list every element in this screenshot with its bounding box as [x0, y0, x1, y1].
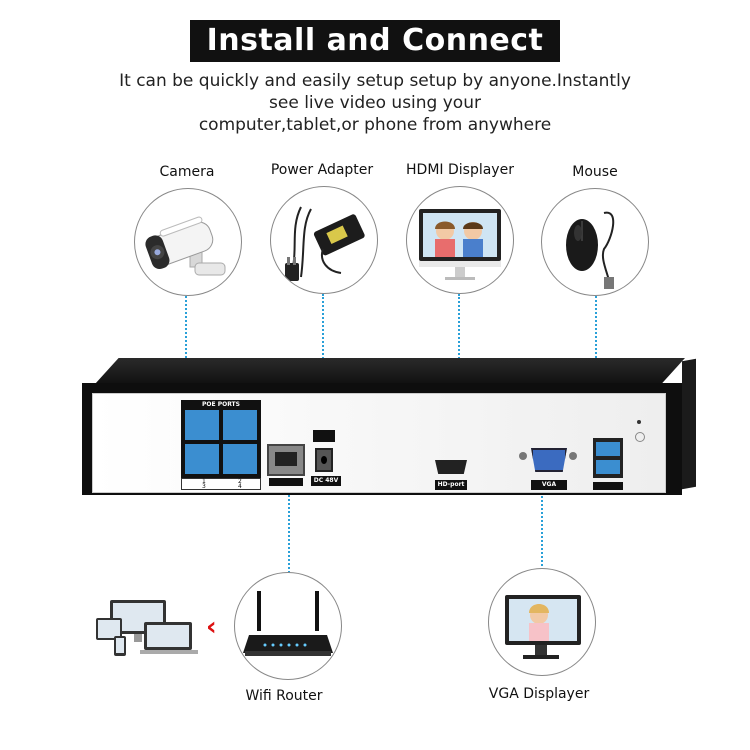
poe-port-4[interactable] [223, 444, 257, 474]
subtitle-line-2: see live video using your [269, 93, 481, 113]
router-connector-line [288, 488, 290, 576]
camera-connector-line [185, 296, 187, 406]
nvr-rear-panel: POE PORTS 1 2 3 4 DC 48V HD-port VGA [92, 393, 666, 493]
usb-port-block [593, 438, 623, 478]
lan-port[interactable] [267, 444, 305, 476]
status-led [637, 420, 641, 424]
poe-port-3[interactable] [185, 444, 219, 474]
arrow-left-icon: ‹ [206, 612, 217, 642]
dc-jack-pin [321, 456, 327, 464]
subtitle-line-3: computer,tablet,or phone from anywhere [198, 115, 552, 135]
page-title: Install and Connect [190, 20, 560, 62]
vga-port[interactable] [531, 448, 567, 472]
vga-screw-left [519, 452, 527, 460]
client-devices-icon [96, 600, 201, 658]
power-adapter-label: Power Adapter [270, 162, 374, 178]
poe-number-3: 3 [202, 483, 206, 490]
mouse-label: Mouse [572, 164, 618, 180]
poe-port-2[interactable] [223, 410, 257, 440]
camera-icon [134, 188, 242, 296]
power-adapter-icon [270, 186, 378, 294]
dc-polarity-icon [313, 430, 335, 442]
lan-port-slot [275, 452, 297, 466]
vga-monitor-icon [488, 568, 596, 676]
mouse-icon [541, 188, 649, 296]
usb-port-2[interactable] [596, 460, 620, 474]
poe-ports-label: POE PORTS [202, 401, 240, 408]
hdmi-port[interactable] [435, 460, 467, 474]
vga-screw-right [569, 452, 577, 460]
hd-port-label: HD-port [435, 480, 467, 490]
poe-port-block: POE PORTS [181, 400, 261, 488]
poe-number-strip: 1 2 3 4 [181, 478, 261, 490]
nvr-top-panel [95, 358, 685, 384]
poe-number-2: 2 [238, 478, 242, 485]
lan-port-symbol [269, 478, 303, 486]
hdmi-monitor-icon [406, 186, 514, 294]
vga-displayer-label: VGA Displayer [488, 686, 590, 702]
camera-label: Camera [159, 164, 215, 180]
poe-number-1: 1 [202, 478, 206, 485]
wifi-router-icon [234, 572, 342, 680]
hdmi-displayer-label: HDMI Displayer [406, 162, 514, 178]
subtitle: It can be quickly and easily setup setup… [40, 70, 710, 136]
usb-port-1[interactable] [596, 442, 620, 456]
vga-label: VGA [531, 480, 567, 490]
vga-connector-line [541, 488, 543, 566]
reset-hole[interactable] [635, 432, 645, 442]
dc-label: DC 48V [311, 476, 341, 486]
wifi-router-label: Wifi Router [245, 688, 323, 704]
dc-power-jack[interactable] [315, 448, 333, 472]
nvr-side-panel [682, 358, 696, 490]
poe-port-1[interactable] [185, 410, 219, 440]
poe-number-4: 4 [238, 483, 242, 490]
subtitle-line-1: It can be quickly and easily setup setup… [119, 71, 631, 91]
usb-symbol-icon [593, 482, 623, 490]
